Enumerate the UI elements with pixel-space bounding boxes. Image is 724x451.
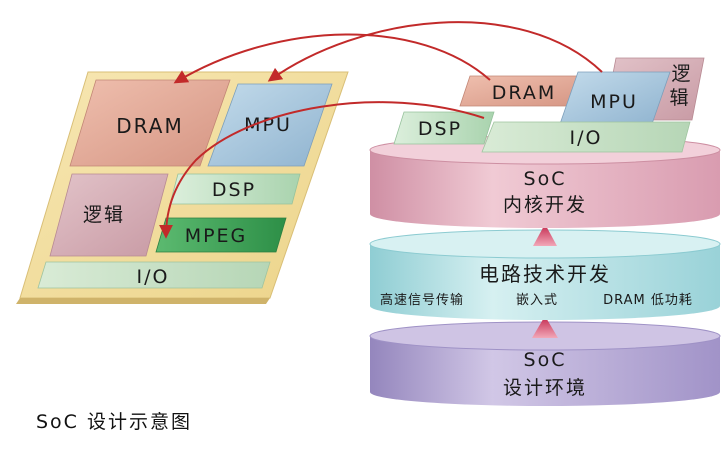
top-layer-blocks: DRAM 逻 辑 MPU DSP I/O — [393, 57, 705, 153]
block-dsp-label: DSP — [212, 179, 256, 201]
top-block-logic-line1: 逻 — [671, 63, 692, 85]
top-block-io-label: I/O — [570, 127, 603, 149]
disk-circuit: 电路技术开发 高速信号传输 嵌入式 DRAM 低功耗 — [369, 229, 721, 320]
diagram-caption: SoC 设计示意图 — [36, 411, 192, 433]
top-block-mpu-label: MPU — [590, 91, 638, 113]
up-arrow-lower — [532, 316, 558, 338]
soc-core-line2: 内核开发 — [503, 194, 587, 216]
soc-core-line1: SoC — [524, 168, 567, 190]
circuit-item-high-speed: 高速信号传输 — [380, 292, 464, 308]
arrow-dram — [173, 33, 491, 84]
soc-env-line1: SoC — [524, 349, 567, 371]
left-chip: DRAM MPU 逻辑 DSP MPEG I/O — [16, 71, 349, 304]
up-arrow-upper — [533, 224, 557, 246]
top-block-dram-label: DRAM — [492, 82, 556, 104]
top-block-dsp: DSP — [393, 111, 495, 145]
block-dram-label: DRAM — [116, 114, 183, 138]
block-mpu-label: MPU — [244, 114, 292, 136]
circuit-item-dram-low-power: DRAM 低功耗 — [603, 293, 693, 308]
block-dsp: DSP — [169, 173, 301, 205]
circuit-item-embedded: 嵌入式 — [516, 293, 558, 308]
block-mpu: MPU — [207, 83, 333, 167]
right-stack: SoC 设计环境 电路技术开发 高速信号传输 嵌入式 DRAM 低功耗 SoC … — [369, 57, 721, 406]
top-block-dram: DRAM — [459, 75, 591, 107]
block-logic-label: 逻辑 — [83, 204, 125, 226]
block-io-label: I/O — [137, 266, 170, 288]
mapping-arrows — [159, 21, 603, 239]
arrow-io — [159, 101, 485, 239]
block-logic: 逻辑 — [49, 173, 169, 257]
top-block-logic-line2: 辑 — [669, 87, 690, 109]
block-mpeg-label: MPEG — [185, 225, 248, 247]
arrow-mpu — [267, 21, 603, 82]
top-block-dsp-label: DSP — [418, 118, 462, 140]
circuit-title: 电路技术开发 — [479, 262, 611, 286]
top-block-io: I/O — [481, 121, 691, 153]
block-mpeg: MPEG — [155, 217, 287, 253]
soc-env-line2: 设计环境 — [503, 377, 587, 399]
chip-base-edge — [16, 298, 270, 304]
top-block-mpu: MPU — [559, 71, 671, 125]
block-io: I/O — [37, 261, 271, 289]
